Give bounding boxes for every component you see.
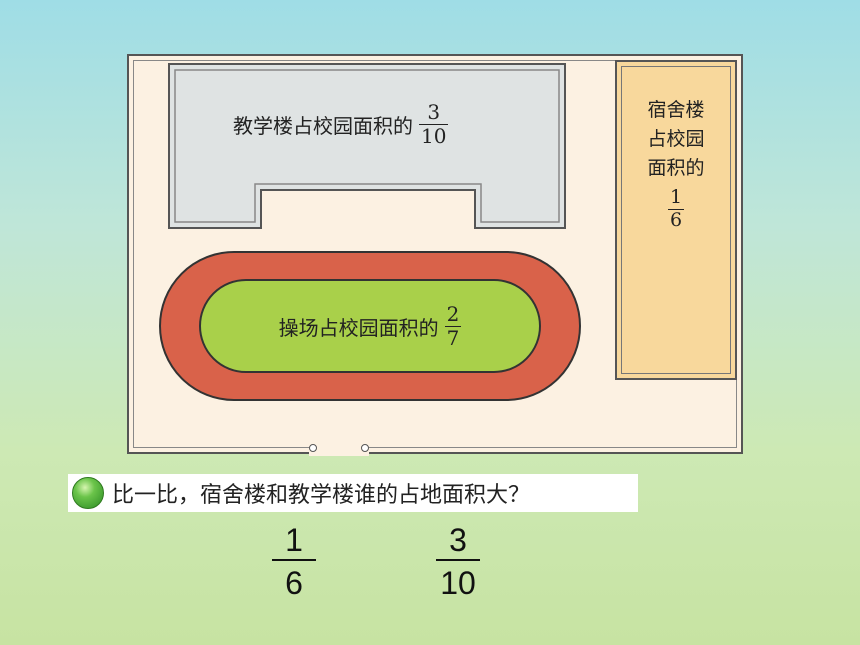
dormitory-inner-border bbox=[621, 66, 731, 374]
fraction-bar bbox=[436, 559, 480, 561]
fraction-bar bbox=[444, 325, 462, 327]
teaching-building: 教学楼占校园面积的 3 10 bbox=[167, 62, 567, 230]
comparison-fraction-left: 1 6 bbox=[272, 524, 316, 599]
fraction-bar bbox=[667, 208, 685, 210]
fraction-denominator: 7 bbox=[446, 325, 460, 350]
dormitory-fraction: 1 6 bbox=[667, 186, 685, 231]
dormitory-label: 宿舍楼 占校园 面积的 1 6 bbox=[617, 96, 735, 231]
teaching-building-shape bbox=[168, 63, 566, 229]
fraction-denominator: 6 bbox=[285, 565, 303, 601]
fraction-denominator: 6 bbox=[669, 208, 683, 231]
playground-text: 操场占校园面积的 bbox=[278, 315, 439, 340]
dormitory-label-line: 宿舍楼 bbox=[647, 99, 705, 121]
teaching-building-label: 教学楼占校园面积的 3 10 bbox=[233, 100, 449, 148]
fraction-numerator: 1 bbox=[285, 522, 303, 558]
teaching-building-text: 教学楼占校园面积的 bbox=[233, 114, 413, 138]
playground-field: 操场占校园面积的 2 7 bbox=[199, 279, 541, 373]
gate-post-right bbox=[361, 444, 369, 452]
fraction-bar bbox=[272, 559, 316, 561]
teaching-building-fraction: 3 10 bbox=[419, 100, 449, 148]
fraction-denominator: 10 bbox=[421, 124, 447, 148]
green-bullet-icon bbox=[72, 477, 104, 509]
fraction-denominator: 10 bbox=[440, 565, 476, 601]
fraction-numerator: 1 bbox=[669, 186, 683, 208]
playground-label: 操场占校园面积的 2 7 bbox=[201, 281, 539, 371]
gate-post-left bbox=[309, 444, 317, 452]
dormitory: 宿舍楼 占校园 面积的 1 6 bbox=[615, 60, 737, 380]
playground-fraction: 2 7 bbox=[444, 301, 462, 350]
dormitory-label-line: 面积的 bbox=[647, 157, 705, 179]
question-bar: 比一比，宿舍楼和教学楼谁的占地面积大？ bbox=[68, 474, 638, 512]
question-text: 比一比，宿舍楼和教学楼谁的占地面积大？ bbox=[112, 483, 531, 508]
fraction-numerator: 3 bbox=[449, 522, 467, 558]
dormitory-label-line: 占校园 bbox=[647, 128, 705, 150]
comparison-fraction-right: 3 10 bbox=[436, 524, 480, 599]
fraction-numerator: 3 bbox=[427, 100, 441, 124]
fraction-bar bbox=[419, 124, 449, 125]
campus-gate bbox=[309, 440, 369, 456]
fraction-numerator: 2 bbox=[446, 301, 460, 326]
running-track: 操场占校园面积的 2 7 bbox=[159, 251, 581, 401]
campus-map: 教学楼占校园面积的 3 10 宿舍楼 占校园 面积的 1 6 操场占校园面积的 bbox=[127, 54, 743, 456]
